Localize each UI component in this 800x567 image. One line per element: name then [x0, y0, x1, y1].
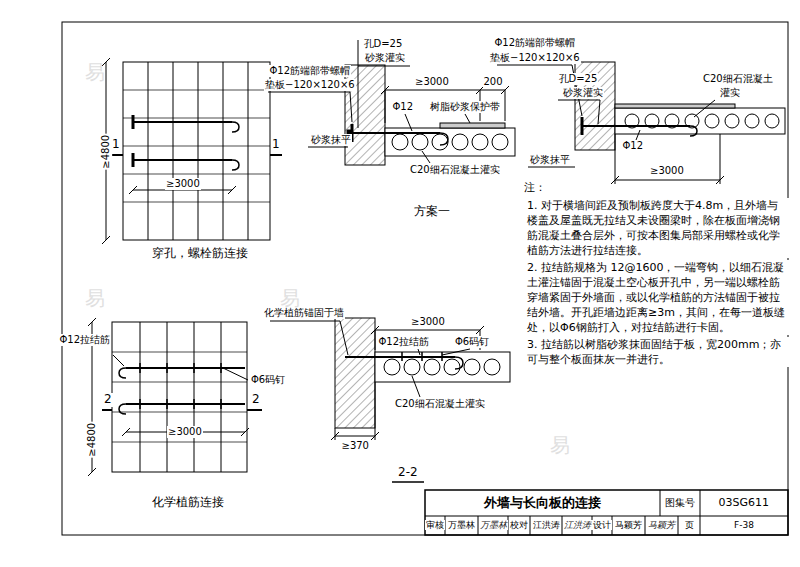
caption: 方案一	[413, 205, 451, 219]
callout: C20细石混凝土	[702, 73, 774, 85]
dimension: ≥3000	[165, 178, 201, 190]
callout: Φ12拉结筋	[59, 334, 112, 346]
watermark: 易	[279, 287, 301, 310]
dimension: ≥370	[341, 440, 370, 452]
section-mark: 2	[251, 393, 261, 407]
dimension: ≥4800	[100, 134, 112, 170]
caption: 2-2	[397, 466, 419, 480]
note: 1. 对于横墙间距及预制板跨度大于4.8m，且外墙与楼盖及屋盖既无拉结又未设圈梁…	[527, 198, 789, 258]
caption: 穿孔，螺栓筋连接	[151, 247, 249, 261]
dimension: ≥3000	[410, 316, 446, 328]
note: 3. 拉结筋以树脂砂浆抹面固结于板，宽200mm；亦可与整个板面抹灰一并进行。	[527, 337, 789, 367]
callout: 砂浆抹平	[529, 154, 571, 166]
note-heading: 注：	[523, 182, 547, 195]
title-cell: 江洪涛	[532, 520, 561, 530]
section-mark: 1	[111, 138, 121, 152]
signature: 马颖芳	[647, 520, 676, 530]
callout: Φ12筋端部带螺帽	[494, 37, 577, 49]
watermark: 易	[84, 61, 106, 84]
callout: 化学植筋锚固于墙	[263, 307, 345, 319]
callout: 灌实	[719, 87, 741, 99]
dimension: ≥3000	[167, 426, 203, 438]
dimension: ≥3000	[649, 165, 685, 177]
dimension: 200	[483, 76, 504, 88]
dimension: ≥4800	[86, 422, 98, 458]
title-cell: 万墨林	[447, 520, 476, 530]
title-cell: F-38	[733, 520, 755, 530]
callout: Φ6码钉	[250, 374, 286, 386]
callout: Φ12	[392, 101, 415, 113]
title-cell: 图集号	[664, 497, 696, 509]
callout: 树脂砂浆保护带	[429, 101, 501, 113]
callout: C20细石混凝土灌实	[394, 398, 486, 410]
signature: 江洪涛	[563, 520, 592, 530]
callout: 砂浆灌实	[562, 87, 604, 99]
dimension: ≥3000	[414, 76, 450, 88]
signature: 万墨林	[479, 520, 508, 530]
title-cell: 03SG611	[718, 497, 771, 510]
note: 2. 拉结筋规格为 12@1600，一端弯钩，以细石混凝土灌注锚固于混凝土空心板…	[527, 260, 789, 335]
title-cell: 马颖芳	[614, 520, 643, 530]
title-cell: 页	[684, 520, 695, 530]
section-mark: 2	[103, 393, 113, 407]
callout: 孔D=25	[558, 73, 599, 85]
callout: 砂浆灌实	[364, 52, 406, 64]
callout: 砂浆抹平	[310, 134, 352, 146]
callout: 垫板−120×120×6	[489, 52, 581, 64]
callout: Φ6码钉	[454, 336, 490, 348]
watermark: 易	[549, 434, 571, 457]
title-cell: 审核	[425, 520, 445, 530]
callout: Φ12	[622, 140, 645, 152]
callout: C20细石混凝土灌实	[409, 164, 501, 176]
watermark: 易	[84, 287, 106, 310]
section-mark: 1	[271, 138, 281, 152]
caption: 化学植筋连接	[151, 496, 225, 510]
title-cell: 校对	[509, 520, 529, 530]
callout: 孔D=25	[363, 38, 404, 50]
callout: Φ12筋端部带螺帽	[269, 65, 352, 77]
callout: 垫板−120×120×6	[264, 79, 356, 91]
drawing-title: 外墙与长向板的连接	[483, 496, 602, 511]
callout: Φ12拉结筋	[378, 336, 431, 348]
title-cell: 设计	[592, 520, 612, 530]
